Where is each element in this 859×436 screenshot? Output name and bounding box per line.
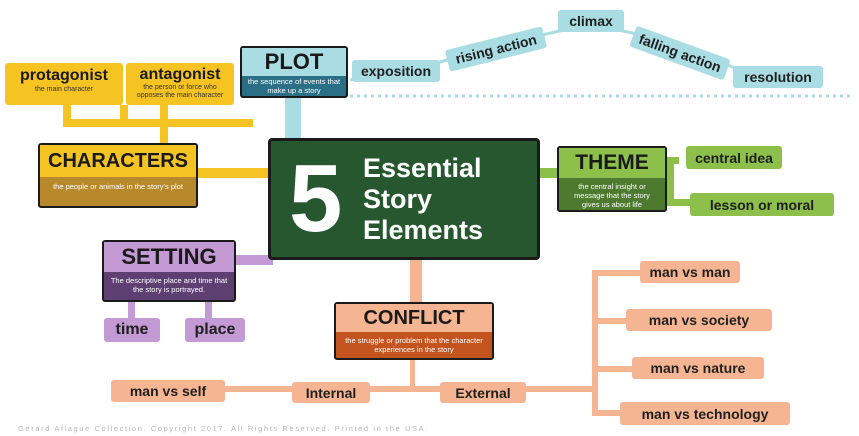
conflict-external-item-2: man vs nature <box>632 357 764 379</box>
protagonist-desc: the main character <box>35 86 93 93</box>
setting-item-place: place <box>185 318 245 342</box>
antagonist-box: antagonist the person or force who oppos… <box>126 63 234 105</box>
setting-desc: The descriptive place and time that the … <box>110 276 228 294</box>
conflict-title: CONFLICT <box>336 304 492 332</box>
conflict-external-item-0: man vs man <box>640 261 740 283</box>
plot-stage-resolution: resolution <box>733 66 823 88</box>
copyright-footer: Gerard Aflague Collection. Copyright 201… <box>18 424 429 433</box>
center-line-1: Essential <box>363 153 482 183</box>
characters-desc: the people or animals in the story's plo… <box>53 182 183 191</box>
conflict-desc: the struggle or problem that the charact… <box>345 336 483 354</box>
plot-stage-exposition: exposition <box>352 60 440 82</box>
protagonist-box: protagonist the main character <box>5 63 123 105</box>
theme-desc: the central insight or message that the … <box>574 182 650 209</box>
setting-box: SETTING The descriptive place and time t… <box>102 240 236 302</box>
theme-title: THEME <box>559 148 665 178</box>
center-line-3: Elements <box>363 215 484 245</box>
characters-title: CHARACTERS <box>40 145 196 177</box>
plot-title: PLOT <box>242 48 346 76</box>
characters-box: CHARACTERS the people or animals in the … <box>38 143 198 208</box>
theme-box: THEME the central insight or message tha… <box>557 146 667 212</box>
plot-stage-climax: climax <box>558 10 624 32</box>
protagonist-label: protagonist <box>20 67 108 84</box>
antagonist-desc: the person or force who opposes the main… <box>136 84 224 99</box>
center-number: 5 <box>289 145 343 252</box>
conflict-external-item-1: man vs society <box>626 309 772 331</box>
theme-item-lesson-or-moral: lesson or moral <box>690 193 834 216</box>
conflict-internal-item-0: man vs self <box>111 380 225 402</box>
center-title-box: 5 Essential Story Elements <box>268 138 540 260</box>
setting-item-time: time <box>104 318 160 342</box>
theme-item-central-idea: central idea <box>686 146 782 169</box>
conflict-box: CONFLICT the struggle or problem that th… <box>334 302 494 360</box>
conflict-external-item-3: man vs technology <box>620 402 790 425</box>
conflict-internal-label: Internal <box>292 382 370 403</box>
conflict-external-label: External <box>440 382 526 403</box>
plot-box: PLOT the sequence of events that make up… <box>240 46 348 98</box>
center-line-2: Story <box>363 184 433 214</box>
antagonist-label: antagonist <box>139 66 221 83</box>
plot-desc: the sequence of events that make up a st… <box>247 77 341 95</box>
setting-title: SETTING <box>104 242 234 272</box>
